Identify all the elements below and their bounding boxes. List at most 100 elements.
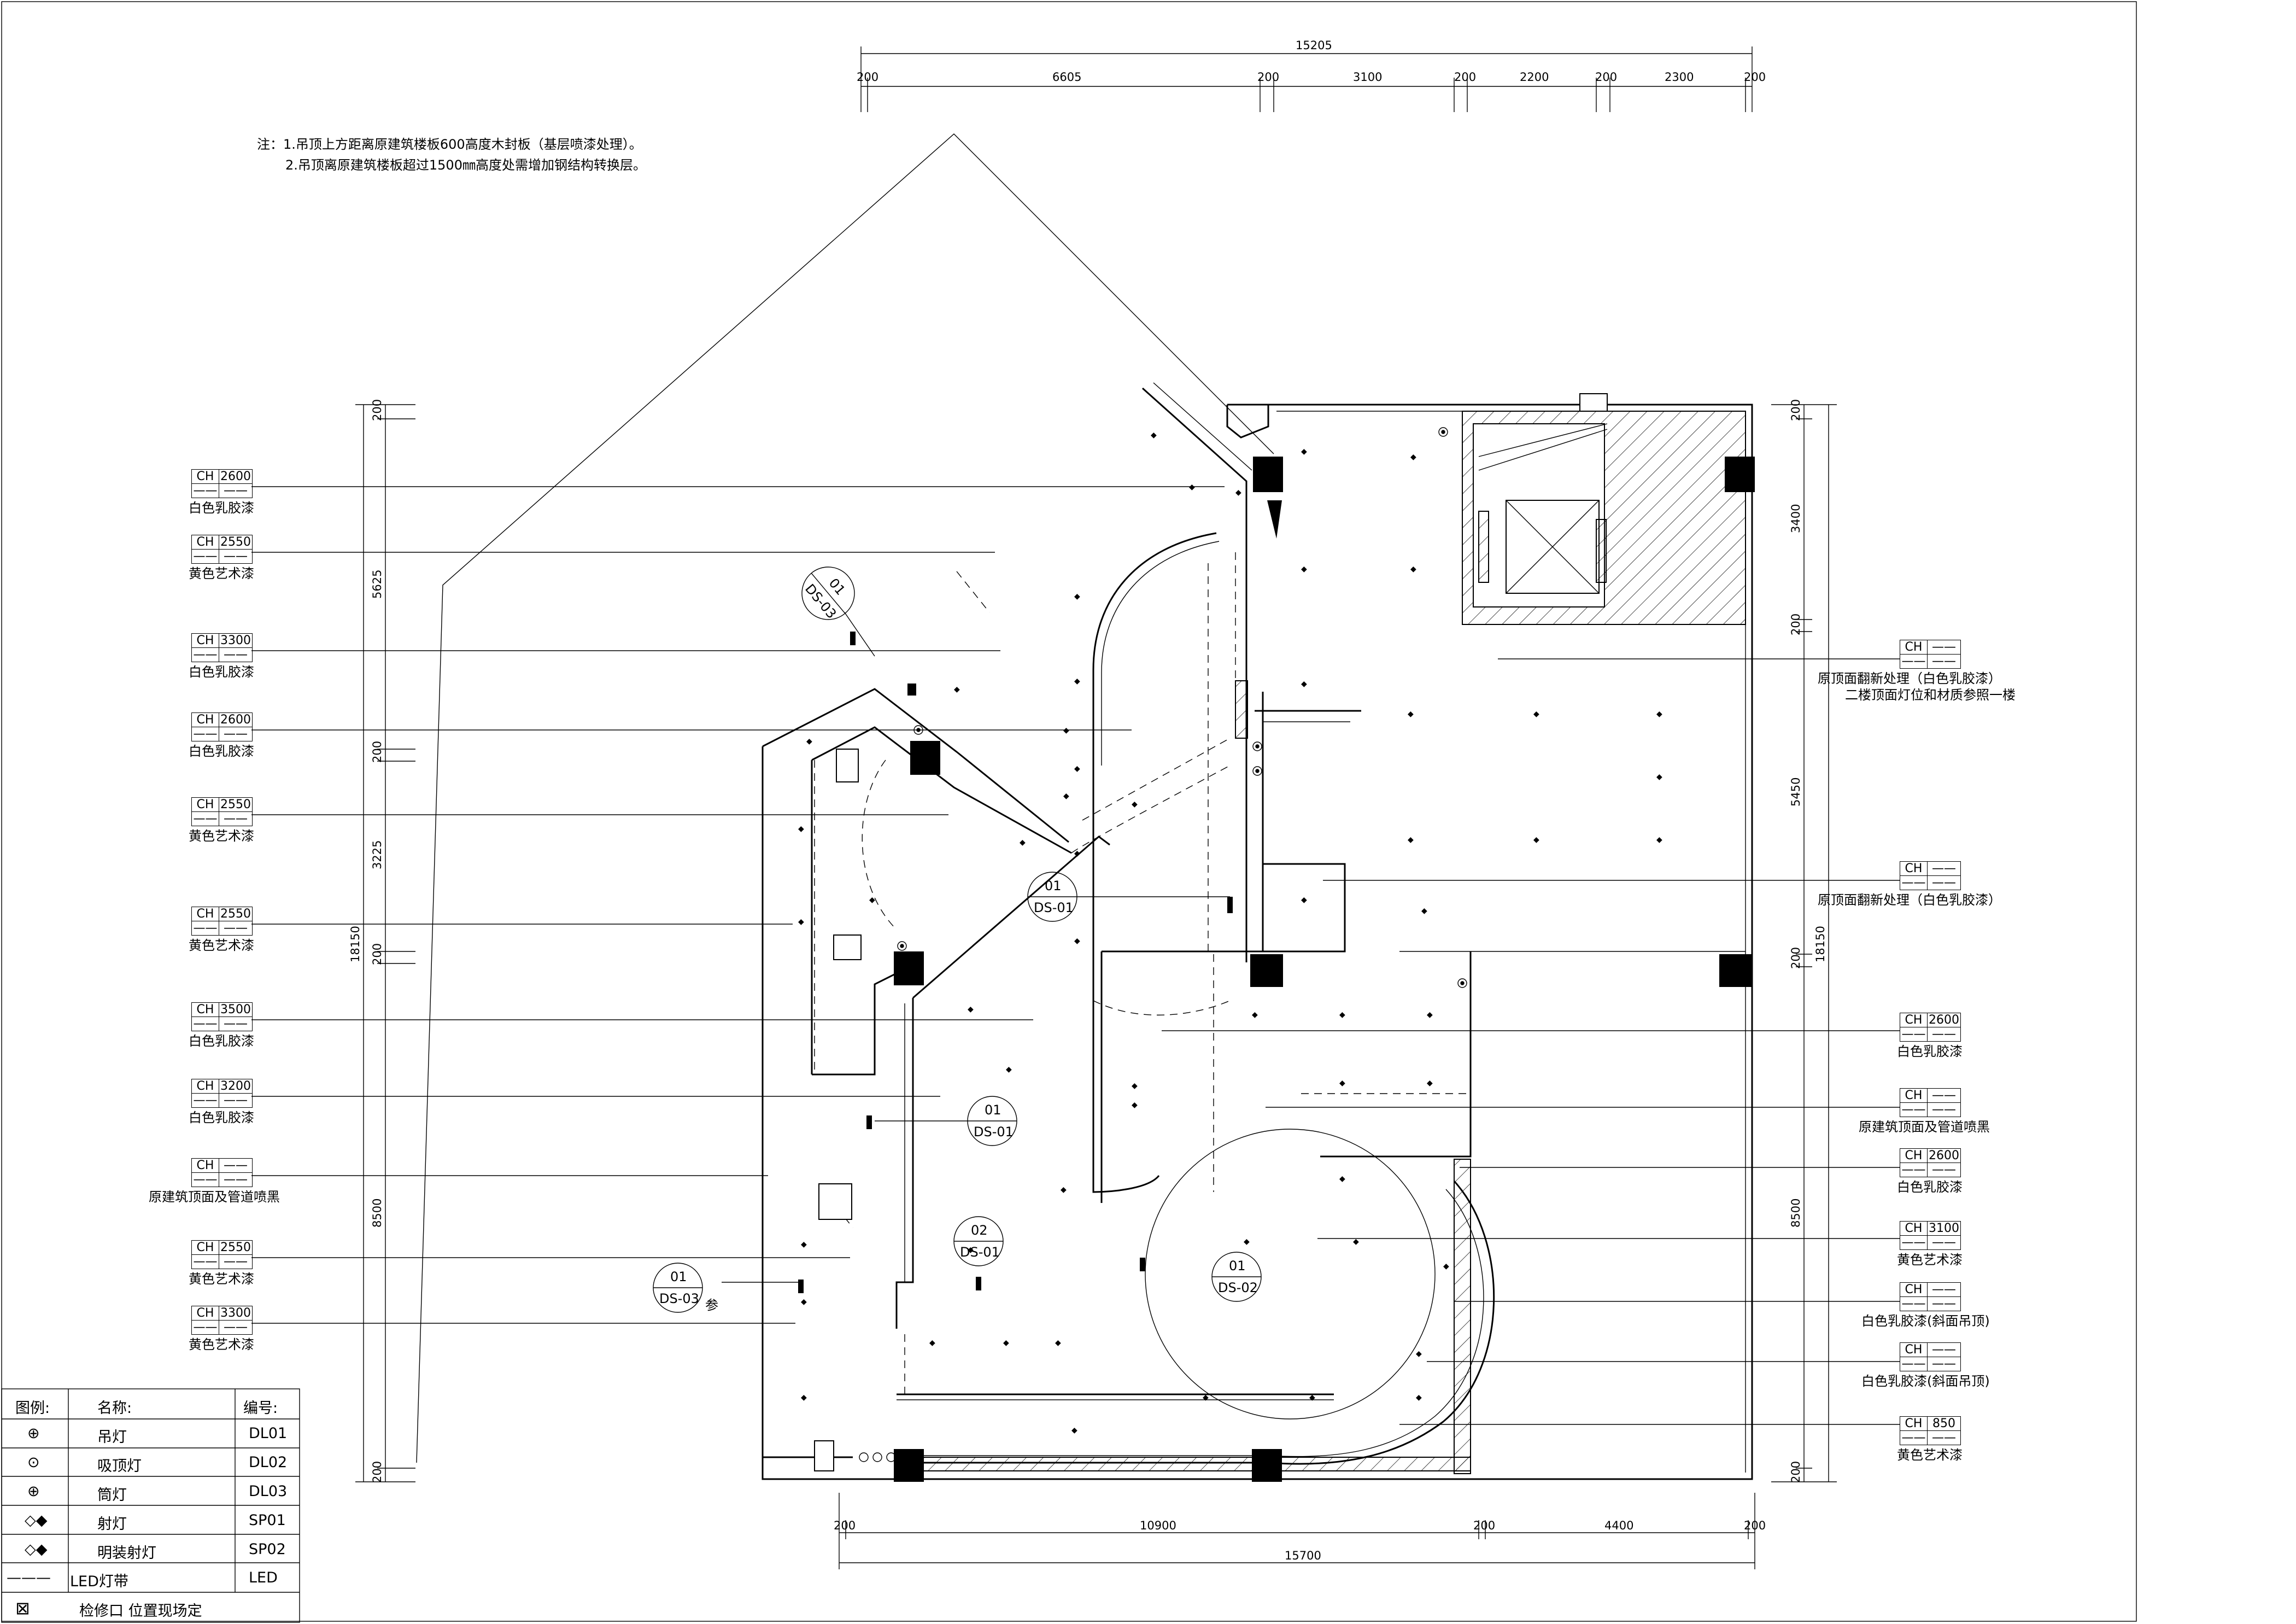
tag-material: 原顶面翻新处理（白色乳胶漆） — [1818, 671, 2001, 686]
tag-blank: —— — [224, 550, 248, 563]
svg-text:◆: ◆ — [1656, 710, 1662, 718]
legend-name: 筒灯 — [97, 1487, 127, 1504]
tag-blank: —— — [192, 1017, 219, 1031]
tag-blank: —— — [1900, 1103, 1928, 1117]
svg-text:◆: ◆ — [1055, 1339, 1061, 1347]
dim-bottom-total: 15700 — [1285, 1549, 1321, 1562]
svg-text:◆: ◆ — [801, 1240, 807, 1249]
tag-height: 2550 — [219, 907, 252, 921]
tag-blank: —— — [224, 648, 248, 662]
svg-text:◆: ◆ — [1132, 1101, 1138, 1109]
tag-ch: CH — [192, 907, 219, 921]
legend-table — [1, 1388, 300, 1623]
svg-text:◆: ◆ — [1443, 1262, 1449, 1271]
svg-text:◆: ◆ — [798, 825, 804, 833]
svg-text:◆: ◆ — [1071, 1426, 1077, 1435]
svg-text:◆: ◆ — [1301, 680, 1307, 688]
tag-blank: —— — [192, 1321, 219, 1334]
svg-text:◆: ◆ — [806, 737, 812, 746]
tag-material: 黄色艺术漆 — [189, 938, 254, 953]
legend-name: 明装射灯 — [97, 1545, 156, 1562]
svg-text:◆: ◆ — [1189, 483, 1195, 492]
dim-top-seg: 6605 — [1052, 71, 1081, 84]
tag-blank: —— — [224, 921, 248, 935]
tag-blank: —— — [224, 1094, 248, 1107]
svg-text:◆: ◆ — [1301, 447, 1307, 456]
dim-top-seg: 200 — [1257, 71, 1279, 84]
section-mark-suffix: 参 — [705, 1298, 718, 1313]
svg-text:◆: ◆ — [1416, 1393, 1422, 1402]
dim-bottom-seg: 200 — [834, 1519, 856, 1532]
ceiling-tag: CH—————— 白色乳胶漆(斜面吊顶) — [1861, 1282, 1990, 1328]
svg-text:◆: ◆ — [1416, 1350, 1422, 1358]
dim-left-seg: 5625 — [371, 570, 384, 599]
section-mark-num: 02 — [971, 1223, 988, 1238]
section-mark-num: 01 — [1229, 1258, 1246, 1274]
svg-text:◆: ◆ — [954, 685, 960, 694]
legend-code: DL01 — [249, 1425, 288, 1442]
tag-height: 3200 — [219, 1079, 252, 1094]
tag-blank: —— — [192, 1173, 219, 1187]
ceiling-lamp-icon: ⊙ — [27, 1454, 40, 1471]
site-outline — [416, 133, 1274, 1463]
tag-ch: CH — [192, 535, 219, 550]
tag-material: 黄色艺术漆 — [189, 566, 254, 581]
tag-height: —— — [1928, 1089, 1960, 1103]
tag-ch: CH — [1900, 862, 1928, 876]
legend-access-text: 检修口 位置现场定 — [79, 1603, 202, 1620]
dim-right-seg: 200 — [1789, 947, 1802, 969]
legend-code: SP02 — [249, 1541, 286, 1558]
svg-text:◆: ◆ — [1074, 849, 1080, 858]
dim-left-total: 18150 — [349, 926, 362, 962]
svg-text:◆: ◆ — [1063, 726, 1069, 735]
tag-blank: —— — [192, 812, 219, 826]
spotlight-markers: ◆◆◆ ◆◆◆ ◆◆◆ ◆◆◆ ◆◆◆ ◆◆◆ ◆◆◆ ◆◆◆ ◆◆◆ ◆◆◆ … — [798, 431, 1662, 1435]
svg-text:◆: ◆ — [1410, 453, 1416, 462]
tag-height: —— — [219, 1159, 252, 1173]
tag-ch: CH — [1900, 1089, 1928, 1103]
tag-material: 白色乳胶漆 — [189, 500, 254, 516]
svg-text:◆: ◆ — [1301, 565, 1307, 574]
tag-blank: —— — [224, 1255, 248, 1269]
tag-material: 白色乳胶漆(斜面吊顶) — [1861, 1374, 1990, 1389]
tag-blank: —— — [1932, 1027, 1956, 1041]
tag-blank: —— — [192, 1094, 219, 1107]
svg-text:◆: ◆ — [1203, 1393, 1209, 1402]
svg-text:◆: ◆ — [801, 1393, 807, 1402]
svg-text:◆: ◆ — [1074, 677, 1080, 686]
dim-left-seg: 200 — [371, 1461, 384, 1483]
dim-top-seg: 200 — [1744, 71, 1766, 84]
note-line-1: 注：1.吊顶上方距离原建筑楼板600高度木封板（基层喷漆处理）。 — [257, 137, 642, 152]
sheet-border — [1, 1, 2137, 1622]
svg-text:◆: ◆ — [929, 1339, 935, 1347]
svg-text:◆: ◆ — [1408, 710, 1414, 718]
dim-top-seg: 2200 — [1520, 71, 1549, 84]
tag-ch: CH — [1900, 1283, 1928, 1297]
dim-left-seg: 3225 — [371, 840, 384, 869]
dim-right-seg: 200 — [1789, 1461, 1802, 1483]
tag-ch: CH — [1900, 1149, 1928, 1163]
tag-height: 2600 — [219, 713, 252, 727]
dim-top-seg: 3100 — [1353, 71, 1382, 84]
legend-code: DL02 — [249, 1454, 288, 1471]
dim-bottom-seg: 200 — [1473, 1519, 1495, 1532]
svg-text:◆: ◆ — [1132, 800, 1138, 809]
top-dimension-chain: 15205 200 6605 200 3100 200 2200 200 230… — [857, 39, 1766, 112]
svg-text:◆: ◆ — [1656, 836, 1662, 844]
tag-blank: —— — [1932, 1297, 1956, 1311]
dim-bottom-seg: 4400 — [1604, 1519, 1633, 1532]
dim-right-seg: 8500 — [1789, 1199, 1802, 1228]
tag-material: 白色乳胶漆 — [189, 664, 254, 680]
tag-blank: —— — [1900, 1297, 1928, 1311]
svg-text:◆: ◆ — [1408, 836, 1414, 844]
right-ceiling-tags — [1162, 658, 1900, 1425]
legend-code: DL03 — [249, 1483, 288, 1500]
tag-ch: CH — [1900, 1013, 1928, 1027]
note-line-2: 2.吊顶离原建筑楼板超过1500㎜高度处需增加钢结构转换层。 — [285, 157, 646, 173]
